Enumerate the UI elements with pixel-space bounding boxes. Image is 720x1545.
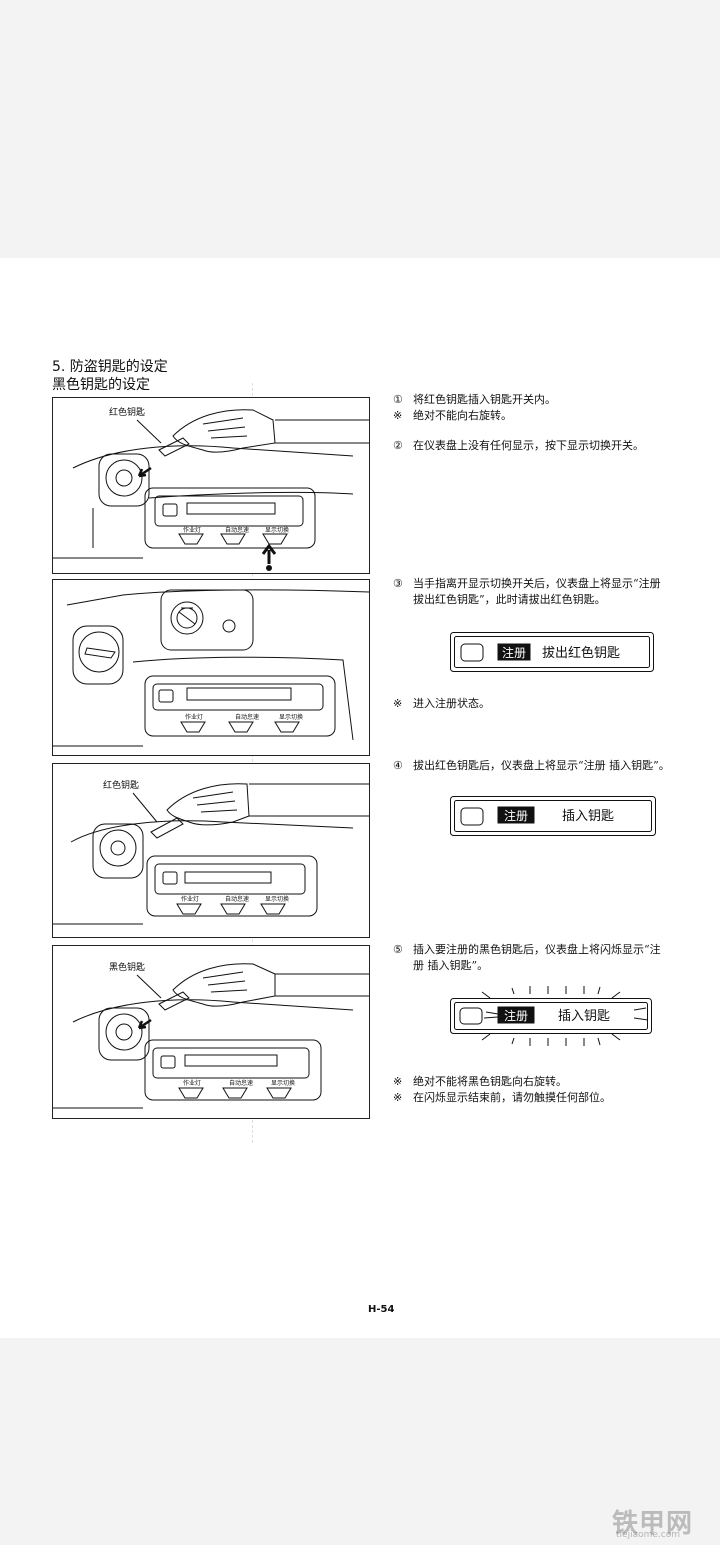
step-5-notes: ※绝对不能将黑色钥匙向右旋转。 ※在闪烁显示结束前，请勿触摸任何部位。 xyxy=(393,1075,611,1104)
note-marker: ※ xyxy=(393,1075,403,1088)
key-label: 红色钥匙 xyxy=(103,779,139,791)
illustration-insert-black-key: 黑色钥匙 作业灯 自动怠速 显示切换 xyxy=(52,945,370,1119)
button-label: 自动怠速 xyxy=(225,895,249,903)
note-registration: ※进入注册状态。 xyxy=(393,697,490,710)
display-tag: 注册 xyxy=(504,808,528,823)
button-label: 显示切换 xyxy=(271,1079,295,1087)
display-remove-red-key: 注册 拔出红色钥匙 xyxy=(450,632,654,676)
note-marker: ※ xyxy=(393,697,403,710)
display-tag: 注册 xyxy=(502,645,526,660)
note-marker: ※ xyxy=(393,1091,403,1104)
section-subheading: 黑色钥匙的设定 xyxy=(52,377,150,393)
button-label: 显示切换 xyxy=(265,895,289,903)
step-marker: ③ xyxy=(393,577,403,590)
button-label: 显示切换 xyxy=(279,713,303,721)
flash-rays xyxy=(481,986,649,1046)
key-label: 红色钥匙 xyxy=(109,406,145,418)
display-message: 插入钥匙 xyxy=(562,809,614,824)
step-marker: ④ xyxy=(393,759,403,772)
display-insert-key: 注册 插入钥匙 xyxy=(450,796,656,840)
illustration-insert-red-key: 红色钥匙 作业灯 自动怠速 显示切换 xyxy=(52,397,370,574)
button-label: 作业灯 xyxy=(185,713,203,721)
note-marker: ※ xyxy=(393,409,403,422)
display-message: 拔出红色钥匙 xyxy=(542,645,620,661)
button-label: 作业灯 xyxy=(183,1079,201,1087)
button-label: 自动怠速 xyxy=(235,713,259,721)
button-label: 作业灯 xyxy=(183,526,201,534)
button-label: 作业灯 xyxy=(181,895,199,903)
page-number: H-54 xyxy=(368,1304,395,1315)
step-marker: ② xyxy=(393,439,403,452)
illustration-dashboard: 作业灯 自动怠速 显示切换 xyxy=(52,579,370,756)
step-marker: ⑤ xyxy=(393,943,403,956)
button-label: 自动怠速 xyxy=(229,1079,253,1087)
watermark-url: tiejiaome.com xyxy=(616,1530,680,1540)
display-tag: 注册 xyxy=(504,1008,528,1023)
button-label: 自动怠速 xyxy=(225,526,249,534)
section-heading: 5. 防盗钥匙的设定 xyxy=(52,359,168,375)
key-label: 黑色钥匙 xyxy=(109,961,145,973)
display-insert-key-flashing: 注册 插入钥匙 xyxy=(446,984,656,1052)
illustration-reinsert-red-key: 红色钥匙 作业灯 自动怠速 显示切换 xyxy=(52,763,370,938)
manual-page: 5. 防盗钥匙的设定 黑色钥匙的设定 红色钥匙 xyxy=(0,258,720,1338)
watermark-logo: 铁甲网 xyxy=(612,1509,694,1539)
step-marker: ① xyxy=(393,393,403,406)
button-label: 显示切换 xyxy=(265,526,289,534)
display-message: 插入钥匙 xyxy=(558,1009,610,1024)
